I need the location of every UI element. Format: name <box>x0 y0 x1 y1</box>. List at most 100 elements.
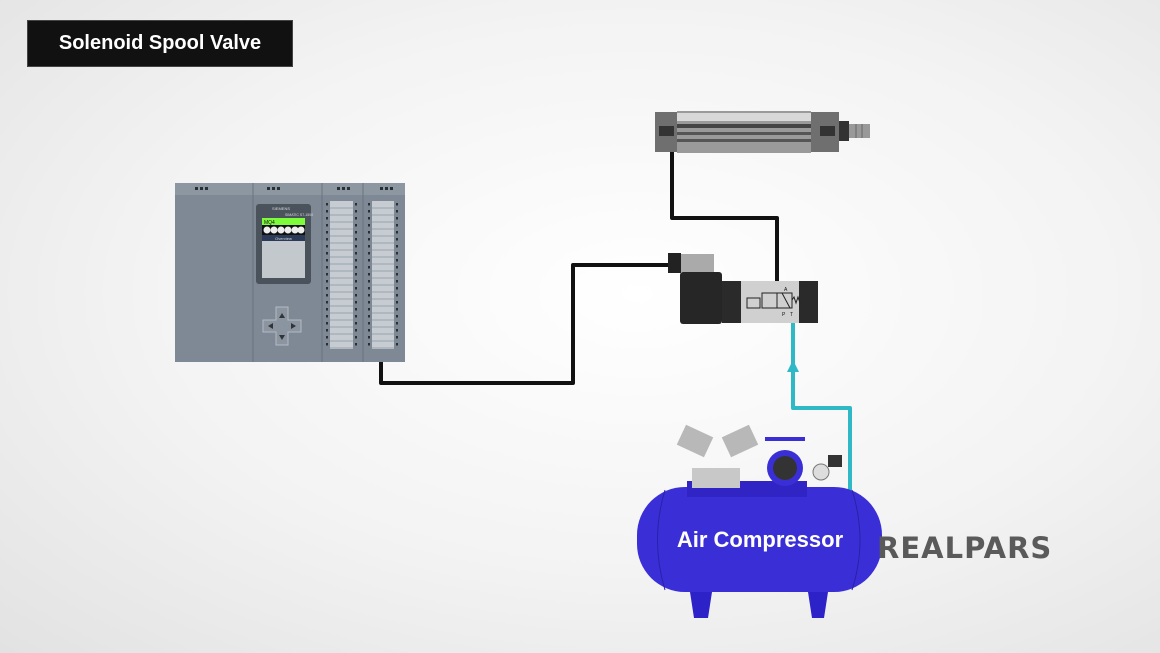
plc-display-text: MQ4 <box>264 220 275 226</box>
io-led <box>326 280 328 283</box>
io-led <box>396 245 398 248</box>
io-led <box>368 217 370 220</box>
io-led <box>396 301 398 304</box>
valve-port-p: P <box>782 312 786 318</box>
air-compressor <box>637 424 882 618</box>
io-led <box>368 203 370 206</box>
io-led <box>326 315 328 318</box>
io-led <box>396 343 398 346</box>
air-flow-arrow-icon <box>787 360 799 372</box>
io-led <box>355 259 357 262</box>
io-led <box>355 294 357 297</box>
io-led <box>326 224 328 227</box>
io-led <box>396 259 398 262</box>
io-terminal-strip <box>372 201 394 349</box>
io-led <box>368 224 370 227</box>
io-led <box>326 210 328 213</box>
io-led <box>396 266 398 269</box>
io-led <box>326 308 328 311</box>
io-led <box>326 343 328 346</box>
io-led <box>368 238 370 241</box>
io-led <box>368 343 370 346</box>
io-led <box>396 294 398 297</box>
io-led <box>396 252 398 255</box>
io-led <box>355 238 357 241</box>
io-led <box>326 238 328 241</box>
io-led <box>355 210 357 213</box>
io-led <box>326 329 328 332</box>
plc-display-menu: Overview <box>275 236 292 241</box>
io-led <box>326 322 328 325</box>
io-led <box>355 217 357 220</box>
plc-to-solenoid-wire <box>379 263 668 385</box>
io-led <box>355 266 357 269</box>
io-led <box>368 280 370 283</box>
io-led <box>326 336 328 339</box>
io-led <box>326 294 328 297</box>
io-led <box>368 322 370 325</box>
compressor-label: Air Compressor <box>676 527 844 552</box>
io-led <box>396 280 398 283</box>
plc-io-modules <box>326 201 398 349</box>
io-led <box>355 308 357 311</box>
io-led <box>368 315 370 318</box>
pneumatic-cylinder <box>655 111 870 153</box>
cylinder-to-valve-hose <box>670 150 779 283</box>
io-led <box>396 315 398 318</box>
io-led <box>368 259 370 262</box>
io-led <box>355 203 357 206</box>
io-led <box>396 329 398 332</box>
io-led <box>326 231 328 234</box>
io-led <box>368 336 370 339</box>
io-led <box>396 273 398 276</box>
solenoid-valve: A P T <box>668 253 818 324</box>
io-led <box>368 245 370 248</box>
io-led <box>326 259 328 262</box>
io-terminal-strip <box>330 201 353 349</box>
io-led <box>396 308 398 311</box>
valve-port-a: A <box>784 287 788 293</box>
io-led <box>368 301 370 304</box>
io-led <box>368 329 370 332</box>
io-led <box>368 266 370 269</box>
io-led <box>368 231 370 234</box>
io-led <box>368 294 370 297</box>
plc-navigation-pad <box>262 306 302 346</box>
io-led <box>396 231 398 234</box>
io-led <box>355 252 357 255</box>
valve-port-t: T <box>790 312 793 318</box>
io-led <box>355 329 357 332</box>
io-led <box>396 336 398 339</box>
diagram-title: Solenoid Spool Valve <box>27 20 293 67</box>
io-led <box>396 210 398 213</box>
io-led <box>368 210 370 213</box>
io-led <box>326 287 328 290</box>
io-led <box>396 238 398 241</box>
io-led <box>355 224 357 227</box>
io-led <box>355 301 357 304</box>
io-led <box>326 245 328 248</box>
plc-model: SIMATIC S7-1500 <box>285 213 313 217</box>
io-led <box>355 273 357 276</box>
realpars-logo: REALPARS <box>877 531 1053 565</box>
plc: SIEMENS SIMATIC S7-1500 MQ4 Overview <box>175 183 405 362</box>
io-led <box>396 287 398 290</box>
io-led <box>355 231 357 234</box>
io-led <box>326 273 328 276</box>
io-led <box>396 224 398 227</box>
io-led <box>326 252 328 255</box>
io-led <box>368 287 370 290</box>
io-led <box>355 245 357 248</box>
io-led <box>355 343 357 346</box>
io-led <box>396 217 398 220</box>
io-led <box>396 203 398 206</box>
plc-brand: SIEMENS <box>272 206 290 211</box>
io-led <box>355 322 357 325</box>
io-led <box>396 322 398 325</box>
io-led <box>368 252 370 255</box>
io-led <box>355 336 357 339</box>
io-led <box>355 287 357 290</box>
io-led <box>368 273 370 276</box>
io-led <box>368 308 370 311</box>
